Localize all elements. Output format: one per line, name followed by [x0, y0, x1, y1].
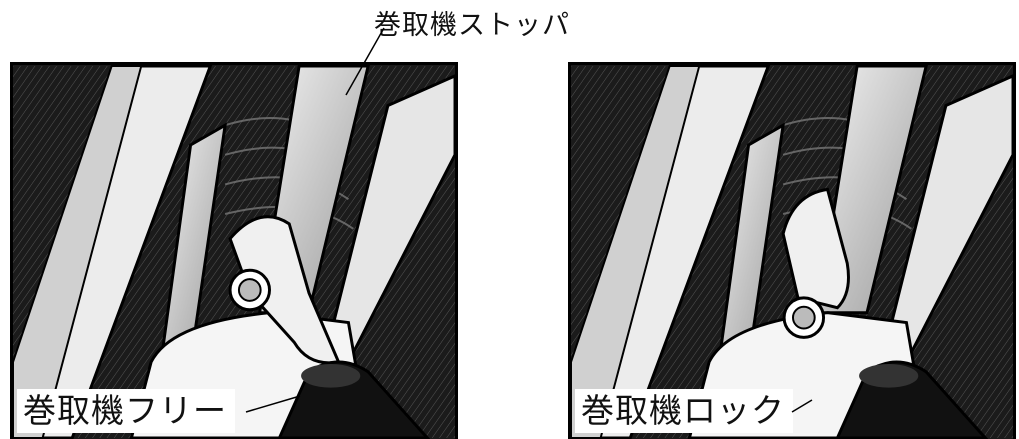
winder-stopper-callout: 巻取機ストッパ: [374, 10, 570, 41]
winder-lock-label: 巻取機ロック: [575, 389, 793, 433]
winder-free-label: 巻取機フリー: [17, 389, 235, 433]
winder-lock-illustration: [571, 65, 1013, 439]
winder-lock-panel: 巻取機ロック: [568, 62, 1016, 439]
winder-free-illustration: [13, 65, 455, 439]
winder-free-panel: 巻取機フリー: [10, 62, 458, 439]
